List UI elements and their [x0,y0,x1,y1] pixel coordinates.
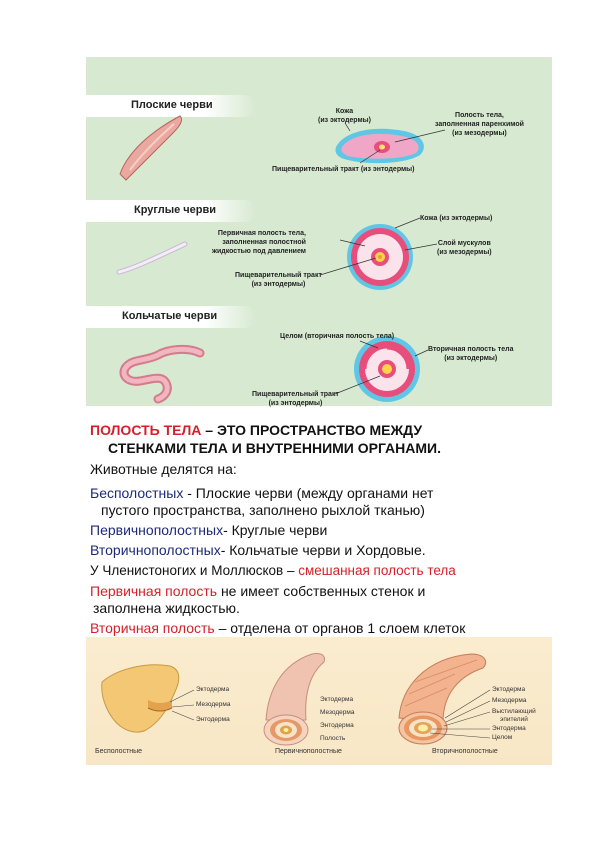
annelid-coelom-label: Целом (вторичная полость тела) [280,333,395,340]
text-line-4: Бесполостных - Плоские черви (между орга… [90,485,433,502]
text-line-2: СТЕНКАМИ ТЕЛА И ВНУТРЕННИМИ ОРГАНАМИ. [108,440,441,456]
flatworm-cross-section [335,128,424,164]
annelid-gut-label: Пищеварительный тракт (из энтодермы) [252,391,339,407]
text-line-11: Вторичная полость – отделена от органов … [90,620,465,637]
acoelomate-term: Бесполостных [90,485,184,501]
coelomate-illustration [398,653,487,745]
text-line-1: ПОЛОСТЬ ТЕЛА – ЭТО ПРОСТРАНСТВО МЕЖДУ [90,422,422,439]
text-line-8: У Членистоногих и Моллюсков – смешанная … [90,562,456,579]
text-line-7-rest: - Кольчатые черви и Хордовые. [220,542,426,558]
flatworm-illustration [119,115,183,181]
roundworm-title: Круглые черви [134,204,217,216]
text-line-4-rest: - Плоские черви (между органами нет [183,485,434,501]
fig2-label-4: Полость [320,735,346,742]
flatworm-skin-label: Кожа (из эктодермы) [318,108,371,124]
fig3-label-5: Энтодерма [492,725,526,732]
roundworm-cross-section [347,224,413,290]
coelomate-term: Вторичнополостных [90,542,221,558]
text-line-3: Животные делятся на: [90,461,237,477]
fig3-caption: Вторичнополостные [432,748,498,755]
text-line-9-rest: не имеет собственных стенок и [217,583,426,599]
text-line-8-start: У Членистоногих и Моллюсков – [90,563,299,578]
text-line-1-rest: – ЭТО ПРОСТРАНСТВО МЕЖДУ [201,422,423,438]
fig3-label-4: эпителий [500,716,528,723]
roundworm-primary-cavity-label: Первичная полость тела, заполненная поло… [212,230,306,255]
roundworm-skin-label: Кожа (из эктодермы) [420,215,493,222]
flatworm-gut-label: Пищеварительный тракт (из энтодермы) [272,166,415,173]
annelid-cross-section [354,336,420,402]
fig2-label-3: Энтодерма [320,722,354,729]
secondary-cavity-term: Вторичная полость [90,620,215,636]
flatworm-title: Плоские черви [131,99,213,111]
text-line-6-rest: - Круглые черви [223,522,328,538]
pseudocoelomate-term: Первичнополостных [90,522,224,538]
text-line-6: Первичнополостных- Круглые черви [90,522,327,539]
annelid-title-band [86,306,256,328]
text-line-10: заполнена жидкостью. [93,600,240,616]
annelid-illustration [119,344,205,404]
body-cavity-term: ПОЛОСТЬ ТЕЛА [90,422,202,438]
annelid-title: Кольчатые черви [122,310,218,322]
flatworm-title-band [86,95,256,117]
roundworm-gut-label: Пищеварительный тракт (из энтодермы) [235,272,322,288]
fig2-label-1: Эктодерма [320,696,354,703]
roundworm-muscle-label: Слой мускулов (из мезодермы) [437,240,492,256]
fig2-caption: Первичнополостные [275,748,342,755]
acoelomate-illustration [101,664,180,733]
primary-cavity-term: Первичная полость [90,583,218,599]
fig3-label-2: Мезодерма [492,697,527,704]
roundworm-illustration [116,241,188,275]
fig1-label-1: Эктодерма [196,686,230,693]
annelid-secondary-cavity-label: Вторичная полость тела (из эктодермы) [428,346,514,362]
pseudocoelomate-illustration [263,653,325,746]
mixed-cavity-term: смешанная полость тела [298,563,456,578]
fig1-label-3: Энтодерма [196,716,230,723]
fig1-caption: Бесполостные [95,748,143,755]
text-line-11-rest: – отделена от органов 1 слоем клеток [214,620,466,636]
fig1-label-2: Мезодерма [196,701,231,708]
fig3-label-1: Эктодерма [492,686,526,693]
text-line-9: Первичная полость не имеет собственных с… [90,583,425,600]
text-line-7: Вторичнополостных- Кольчатые черви и Хор… [90,542,426,559]
flatworm-cavity-label: Полость тела, заполненная паренхимой (из… [435,112,524,137]
fig3-label-3: Выстилающий [492,708,536,715]
fig2-label-2: Мезодерма [320,709,355,716]
fig3-label-6: Целом [492,734,513,741]
roundworm-title-band [86,200,256,222]
text-line-5: пустого пространства, заполнено рыхлой т… [101,502,425,518]
